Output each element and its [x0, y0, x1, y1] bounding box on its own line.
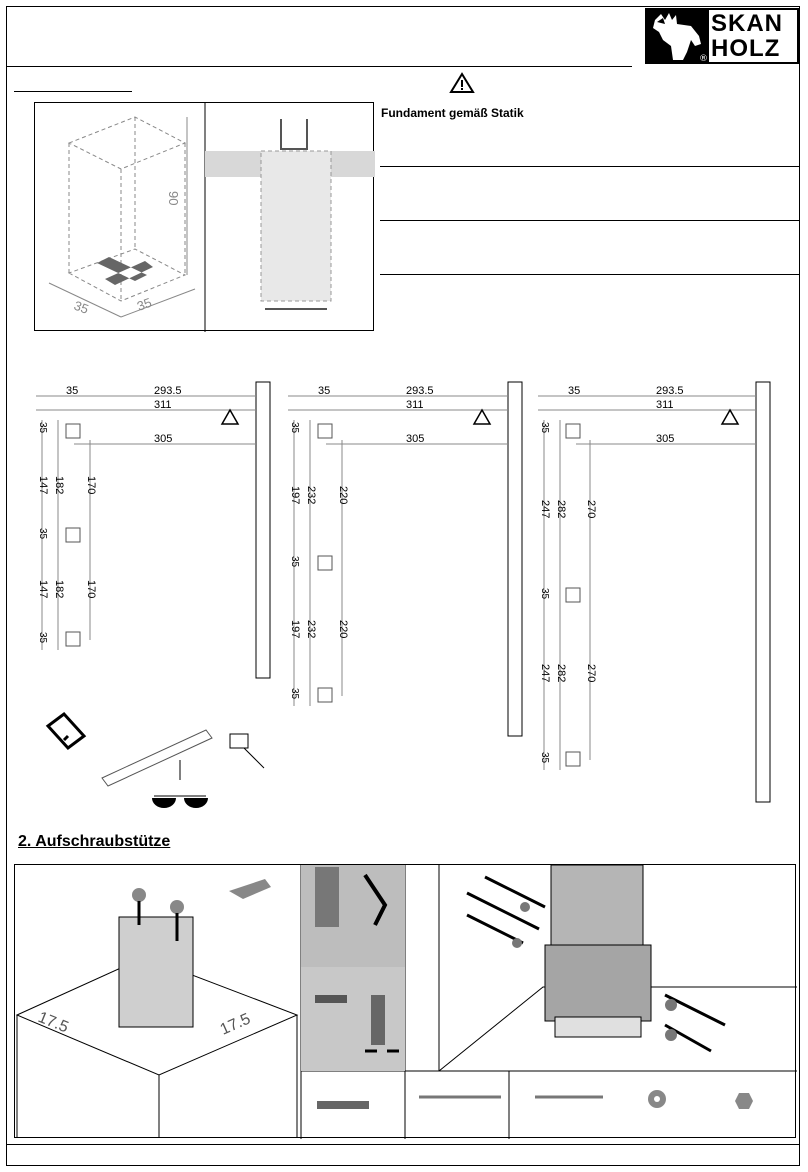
dim-wall: 305 — [656, 433, 674, 445]
dim-top: 35 — [568, 385, 580, 397]
dim-seg-a-1: 197 — [289, 486, 301, 504]
dim-top: 35 — [318, 385, 330, 397]
footer-rule — [6, 1144, 800, 1145]
header-rule — [6, 66, 632, 67]
dim-post-3: 35 — [37, 632, 48, 644]
note-line-2 — [380, 220, 799, 221]
note-line-3 — [380, 274, 799, 275]
dim-span: 293.5 — [656, 385, 684, 397]
dim-seg-b-1: 282 — [555, 500, 567, 518]
dim-seg-c-1: 170 — [85, 476, 97, 494]
page-frame — [6, 6, 800, 1166]
dim-post-1: 35 — [37, 422, 48, 434]
dim-seg-b-1: 182 — [53, 476, 65, 494]
warning-icon — [449, 72, 475, 93]
brand-line-2: HOLZ — [711, 35, 781, 62]
dim-seg-a-2: 247 — [539, 664, 551, 682]
dim-seg-b-1: 232 — [305, 486, 317, 504]
dim-top: 35 — [66, 385, 78, 397]
dim-post-2: 35 — [289, 556, 300, 568]
dim-span: 293.5 — [154, 385, 182, 397]
dim-seg-b-2: 282 — [555, 664, 567, 682]
post-layout-2: 35 293.5 311 305 197 232 220 197 232 220… — [288, 381, 523, 737]
dim-seg-c-1: 270 — [585, 500, 597, 518]
moose-icon — [647, 10, 709, 62]
registered-mark: ® — [699, 54, 708, 64]
dim-post-2: 35 — [37, 528, 48, 540]
post-layout-1: 35 293.5 311 305 147 182 170 147 182 170… — [36, 381, 271, 679]
dim-seg-c-2: 270 — [585, 664, 597, 682]
dim-depth-label: 35 — [135, 295, 154, 314]
dim-seg-c-2: 220 — [337, 620, 349, 638]
dim-width-label: 35 — [72, 298, 91, 317]
assembly-panel: 17.5 17.5 — [14, 864, 797, 1139]
subheader-rule — [14, 91, 132, 92]
spirit-level-icon — [45, 711, 265, 808]
dim-total: 311 — [406, 399, 424, 411]
dim-wall: 305 — [406, 433, 424, 445]
dim-post-2: 35 — [539, 588, 550, 600]
dim-height-label: 90 — [166, 191, 181, 205]
dim-seg-c-1: 220 — [337, 486, 349, 504]
dim-seg-b-2: 232 — [305, 620, 317, 638]
warning-icon — [472, 408, 492, 425]
dim-total: 311 — [154, 399, 172, 411]
dim-seg-a-1: 147 — [37, 476, 49, 494]
section-2-title: 2. Aufschraubstütze — [18, 833, 171, 850]
dim-seg-a-2: 147 — [37, 580, 49, 598]
dim-wall: 305 — [154, 433, 172, 445]
dim-post-1: 35 — [289, 422, 300, 434]
dim-seg-b-2: 182 — [53, 580, 65, 598]
dim-seg-c-2: 170 — [85, 580, 97, 598]
foundation-label: Fundament gemäß Statik — [381, 106, 524, 120]
warning-icon — [720, 408, 740, 425]
brand-line-1: SKAN — [711, 10, 784, 37]
note-line-1 — [380, 166, 799, 167]
dim-post-1: 35 — [539, 422, 550, 434]
dim-post-3: 35 — [539, 752, 550, 764]
dim-seg-a-1: 247 — [539, 500, 551, 518]
foundation-drawing: 90 35 35 — [34, 102, 375, 332]
brand-logo: SKAN HOLZ ® — [645, 8, 799, 64]
dim-total: 311 — [656, 399, 674, 411]
dim-seg-a-2: 197 — [289, 620, 301, 638]
dim-span: 293.5 — [406, 385, 434, 397]
dim-post-3: 35 — [289, 688, 300, 700]
warning-icon — [220, 408, 240, 425]
post-layout-3: 35 293.5 311 305 247 282 270 247 282 270… — [538, 381, 771, 803]
